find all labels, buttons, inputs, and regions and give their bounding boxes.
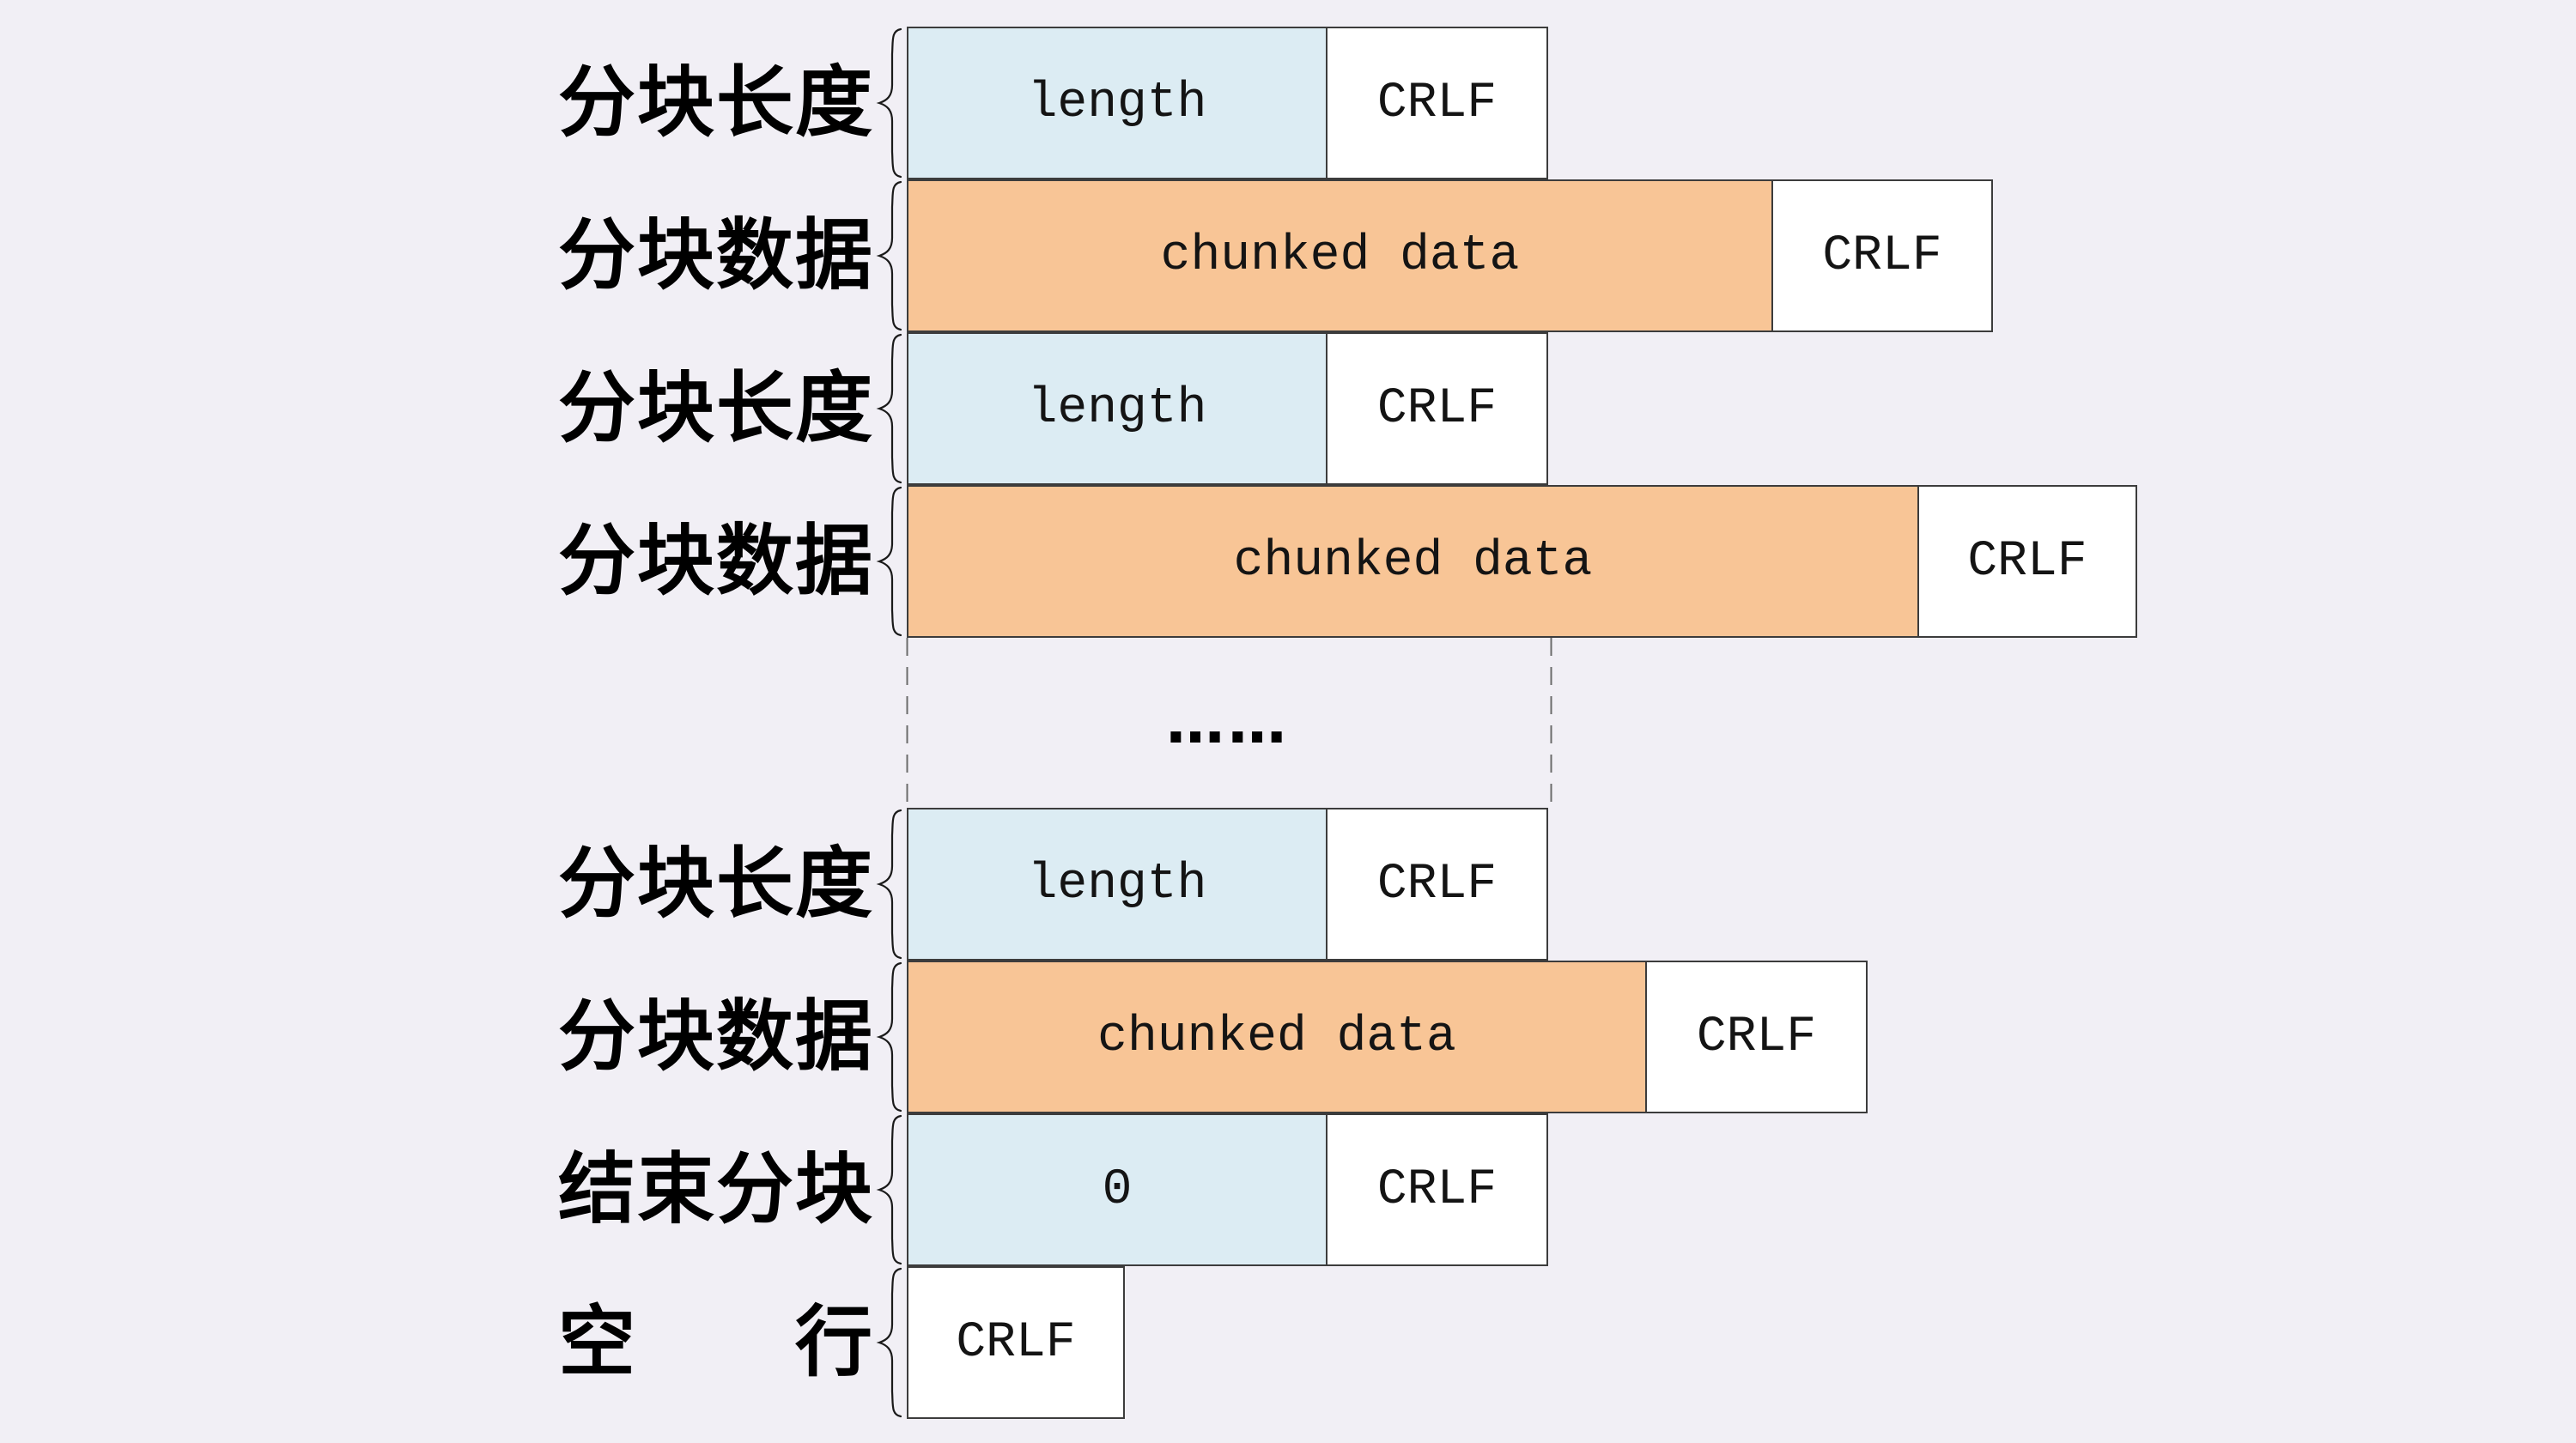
length-box: length bbox=[907, 808, 1327, 961]
chunked-data-box: chunked data bbox=[907, 961, 1647, 1113]
crlf-box: CRLF bbox=[1771, 179, 1993, 332]
crlf-box: CRLF bbox=[1326, 1113, 1548, 1266]
row-chunk-length-3: 分块长度 length CRLF bbox=[558, 808, 1548, 961]
row-blank-line: 空 行 CRLF bbox=[558, 1266, 1125, 1419]
chunked-data-box: chunked data bbox=[907, 179, 1773, 332]
brace-icon bbox=[876, 486, 902, 637]
row-label-chunk-length: 分块长度 bbox=[558, 60, 874, 146]
crlf-box: CRLF bbox=[1326, 332, 1548, 485]
length-box: length bbox=[907, 27, 1327, 179]
row-chunk-data-3: 分块数据 chunked data CRLF bbox=[558, 961, 1868, 1113]
brace-icon bbox=[876, 1267, 902, 1418]
brace-icon bbox=[876, 961, 902, 1113]
brace-icon bbox=[876, 1114, 902, 1265]
row-label-chunk-length: 分块长度 bbox=[558, 841, 874, 927]
crlf-box: CRLF bbox=[1917, 485, 2137, 638]
row-label-chunk-data: 分块数据 bbox=[558, 994, 874, 1080]
brace-icon bbox=[876, 809, 902, 960]
brace-icon bbox=[876, 180, 902, 331]
length-box: length bbox=[907, 332, 1327, 485]
row-end-chunk: 结束分块 0 CRLF bbox=[558, 1113, 1548, 1266]
row-chunk-length-1: 分块长度 length CRLF bbox=[558, 27, 1548, 179]
zero-box: 0 bbox=[907, 1113, 1327, 1266]
crlf-box: CRLF bbox=[907, 1266, 1125, 1419]
row-label-end-chunk: 结束分块 bbox=[558, 1147, 874, 1233]
brace-icon bbox=[876, 333, 902, 484]
crlf-box: CRLF bbox=[1645, 961, 1868, 1113]
brace-icon bbox=[876, 27, 902, 179]
row-chunk-data-2: 分块数据 chunked data CRLF bbox=[558, 485, 2137, 638]
row-label-blank-line: 空 行 bbox=[558, 1300, 874, 1385]
crlf-box: CRLF bbox=[1326, 27, 1548, 179]
row-label-chunk-data: 分块数据 bbox=[558, 213, 874, 299]
chunked-data-box: chunked data bbox=[907, 485, 1919, 638]
row-label-chunk-length: 分块长度 bbox=[558, 366, 874, 452]
row-chunk-data-1: 分块数据 chunked data CRLF bbox=[558, 179, 1993, 332]
row-label-chunk-data: 分块数据 bbox=[558, 518, 874, 604]
row-chunk-length-2: 分块长度 length CRLF bbox=[558, 332, 1548, 485]
crlf-box: CRLF bbox=[1326, 808, 1548, 961]
ellipsis-text: …… bbox=[1166, 688, 1290, 757]
